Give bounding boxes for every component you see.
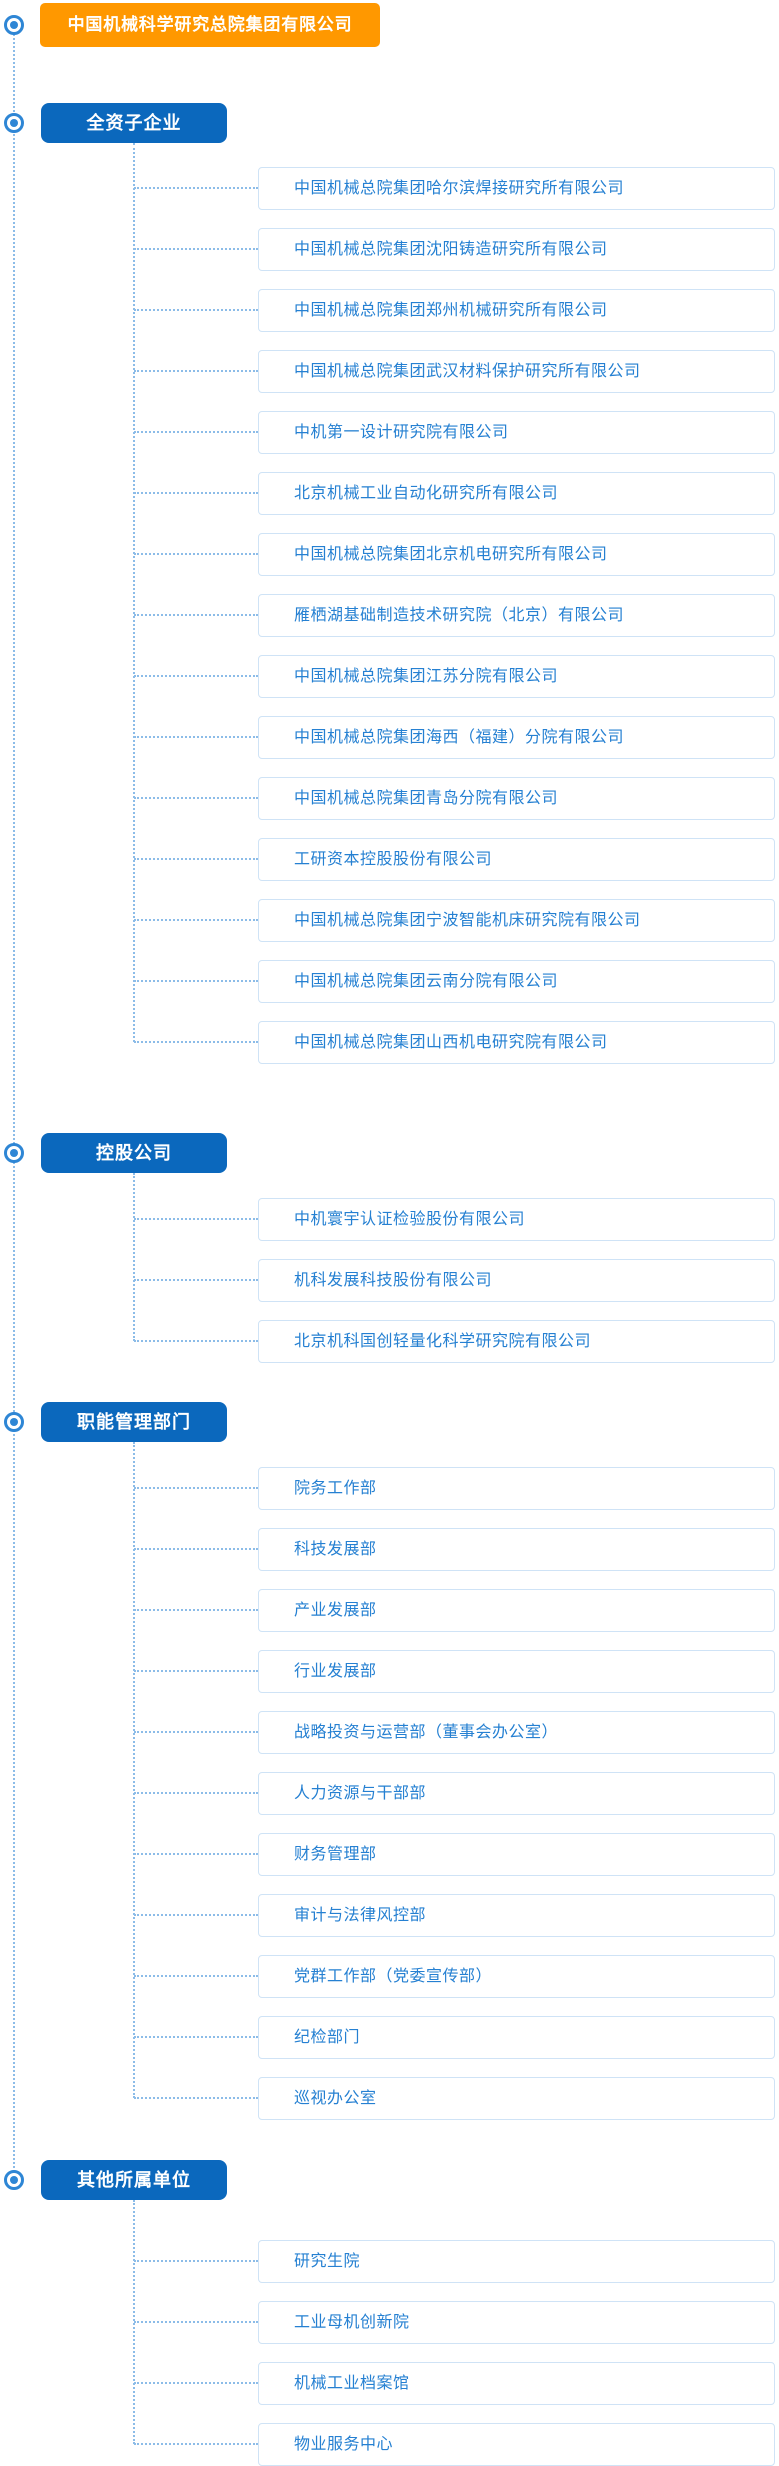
section-connector-vline <box>133 1173 135 1341</box>
section-bullseye-icon <box>4 1143 24 1163</box>
org-item[interactable]: 党群工作部（党委宣传部） <box>258 1955 775 1998</box>
item-connector-hline <box>134 2036 258 2038</box>
section-header[interactable]: 全资子企业 <box>41 103 227 143</box>
section-header[interactable]: 职能管理部门 <box>41 1402 227 1442</box>
org-item[interactable]: 院务工作部 <box>258 1467 775 1510</box>
section-connector-vline <box>133 143 135 1042</box>
item-connector-hline <box>134 1792 258 1794</box>
item-connector-hline <box>134 1340 258 1342</box>
org-item[interactable]: 中国机械总院集团北京机电研究所有限公司 <box>258 533 775 576</box>
item-connector-hline <box>134 1609 258 1611</box>
section-header[interactable]: 控股公司 <box>41 1133 227 1173</box>
org-item[interactable]: 研究生院 <box>258 2240 775 2283</box>
section-connector-vline <box>133 1442 135 2098</box>
org-item[interactable]: 中国机械总院集团青岛分院有限公司 <box>258 777 775 820</box>
item-connector-hline <box>134 309 258 311</box>
org-item[interactable]: 机械工业档案馆 <box>258 2362 775 2405</box>
org-item[interactable]: 物业服务中心 <box>258 2423 775 2466</box>
item-connector-hline <box>134 1670 258 1672</box>
item-connector-hline <box>134 553 258 555</box>
org-item[interactable]: 科技发展部 <box>258 1528 775 1571</box>
root-bullseye-icon <box>4 15 24 35</box>
item-connector-hline <box>134 2321 258 2323</box>
item-connector-hline <box>134 1548 258 1550</box>
org-item[interactable]: 战略投资与运营部（董事会办公室） <box>258 1711 775 1754</box>
section-bullseye-icon <box>4 1412 24 1432</box>
item-connector-hline <box>134 1279 258 1281</box>
org-item[interactable]: 人力资源与干部部 <box>258 1772 775 1815</box>
org-item[interactable]: 纪检部门 <box>258 2016 775 2059</box>
org-item[interactable]: 行业发展部 <box>258 1650 775 1693</box>
item-connector-hline <box>134 736 258 738</box>
org-item[interactable]: 雁栖湖基础制造技术研究院（北京）有限公司 <box>258 594 775 637</box>
item-connector-hline <box>134 797 258 799</box>
org-item[interactable]: 中机第一设计研究院有限公司 <box>258 411 775 454</box>
section-bullseye-icon <box>4 2170 24 2190</box>
org-item[interactable]: 中国机械总院集团江苏分院有限公司 <box>258 655 775 698</box>
org-item[interactable]: 产业发展部 <box>258 1589 775 1632</box>
item-connector-hline <box>134 492 258 494</box>
trunk-connector-line <box>13 25 15 2180</box>
item-connector-hline <box>134 675 258 677</box>
item-connector-hline <box>134 919 258 921</box>
item-connector-hline <box>134 980 258 982</box>
item-connector-hline <box>134 370 258 372</box>
org-item[interactable]: 中国机械总院集团山西机电研究院有限公司 <box>258 1021 775 1064</box>
org-item[interactable]: 机科发展科技股份有限公司 <box>258 1259 775 1302</box>
org-item[interactable]: 巡视办公室 <box>258 2077 775 2120</box>
item-connector-hline <box>134 431 258 433</box>
item-connector-hline <box>134 614 258 616</box>
item-connector-hline <box>134 1853 258 1855</box>
org-item[interactable]: 审计与法律风控部 <box>258 1894 775 1937</box>
org-item[interactable]: 财务管理部 <box>258 1833 775 1876</box>
item-connector-hline <box>134 1487 258 1489</box>
item-connector-hline <box>134 1914 258 1916</box>
org-item[interactable]: 工业母机创新院 <box>258 2301 775 2344</box>
org-item[interactable]: 北京机科国创轻量化科学研究院有限公司 <box>258 1320 775 1363</box>
org-item[interactable]: 中国机械总院集团宁波智能机床研究院有限公司 <box>258 899 775 942</box>
section-bullseye-icon <box>4 113 24 133</box>
item-connector-hline <box>134 1041 258 1043</box>
item-connector-hline <box>134 2097 258 2099</box>
item-connector-hline <box>134 1731 258 1733</box>
org-item[interactable]: 中国机械总院集团云南分院有限公司 <box>258 960 775 1003</box>
root-node[interactable]: 中国机械科学研究总院集团有限公司 <box>40 3 380 47</box>
org-item[interactable]: 中机寰宇认证检验股份有限公司 <box>258 1198 775 1241</box>
item-connector-hline <box>134 248 258 250</box>
org-item[interactable]: 中国机械总院集团沈阳铸造研究所有限公司 <box>258 228 775 271</box>
org-item[interactable]: 中国机械总院集团武汉材料保护研究所有限公司 <box>258 350 775 393</box>
org-item[interactable]: 工研资本控股股份有限公司 <box>258 838 775 881</box>
item-connector-hline <box>134 1218 258 1220</box>
item-connector-hline <box>134 1975 258 1977</box>
org-item[interactable]: 中国机械总院集团海西（福建）分院有限公司 <box>258 716 775 759</box>
item-connector-hline <box>134 2382 258 2384</box>
section-header[interactable]: 其他所属单位 <box>41 2160 227 2200</box>
org-item[interactable]: 中国机械总院集团哈尔滨焊接研究所有限公司 <box>258 167 775 210</box>
item-connector-hline <box>134 858 258 860</box>
item-connector-hline <box>134 2260 258 2262</box>
org-item[interactable]: 中国机械总院集团郑州机械研究所有限公司 <box>258 289 775 332</box>
item-connector-hline <box>134 2443 258 2445</box>
org-item[interactable]: 北京机械工业自动化研究所有限公司 <box>258 472 775 515</box>
item-connector-hline <box>134 187 258 189</box>
